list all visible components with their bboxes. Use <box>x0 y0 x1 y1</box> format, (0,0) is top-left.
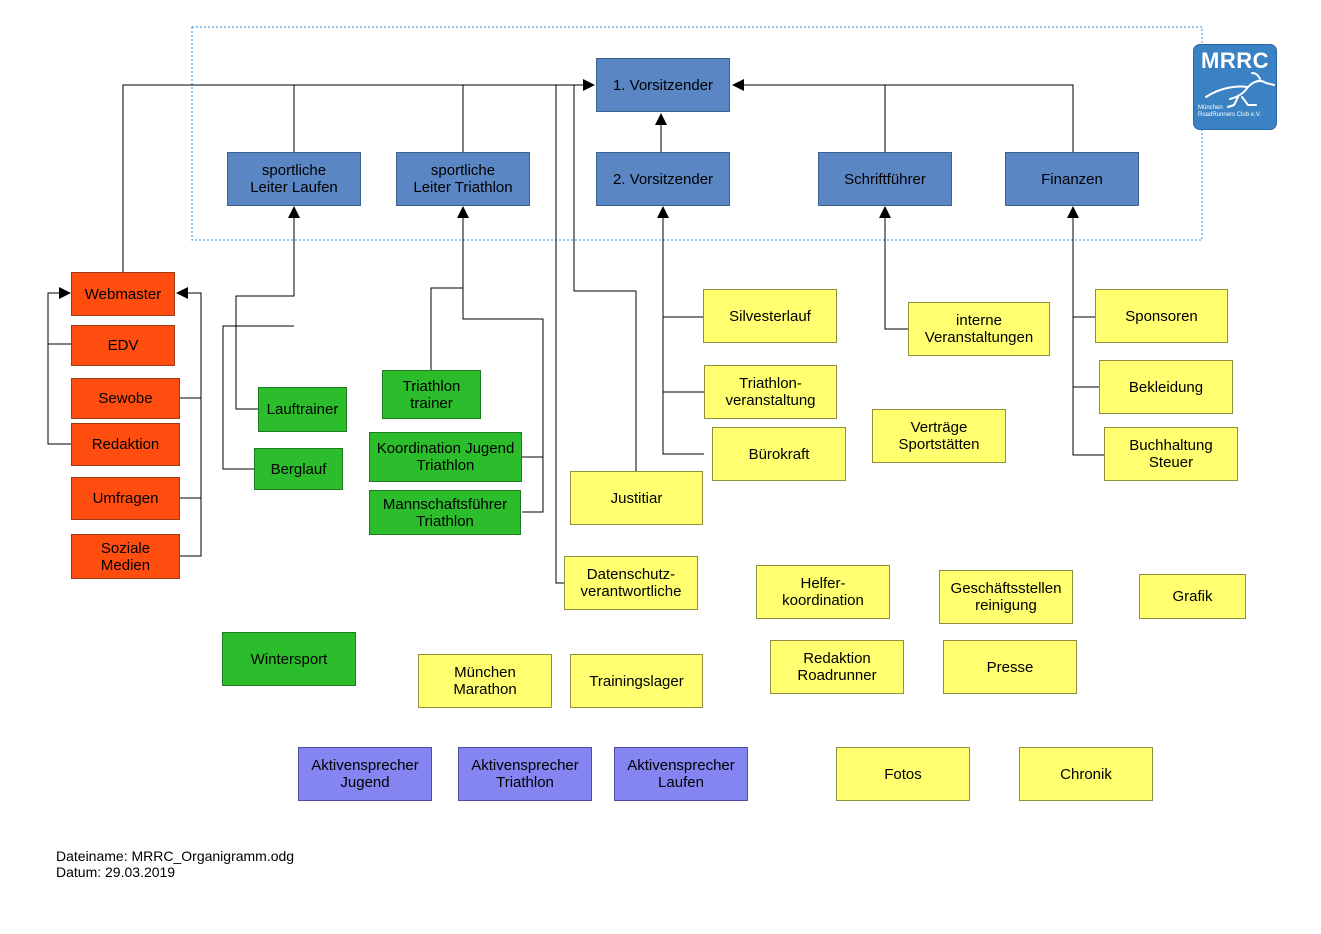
box-justitiar: Justitiar <box>570 471 703 525</box>
box-helferkoordination: Helfer- koordination <box>756 565 890 619</box>
logo-subtitle: München RoadRunners Club e.V. <box>1198 105 1261 119</box>
box-koordination-jugend: Koordination Jugend Triathlon <box>369 432 522 482</box>
box-finanzen: Finanzen <box>1005 152 1139 206</box>
box-grafik: Grafik <box>1139 574 1246 619</box>
box-chronik: Chronik <box>1019 747 1153 801</box>
board-frame <box>191 26 1203 241</box>
box-trainingslager: Trainingslager <box>570 654 703 708</box>
logo-title: MRRC <box>1201 48 1269 73</box>
box-mannschaftsfuehrer: Mannschaftsführer Triathlon <box>369 490 521 535</box>
connector-webmaster-left <box>47 287 72 345</box>
box-triathlon-trainer: Triathlon trainer <box>382 370 481 419</box>
box-presse: Presse <box>943 640 1077 694</box>
box-sponsoren: Sponsoren <box>1095 289 1228 343</box>
box-silvesterlauf: Silvesterlauf <box>703 289 837 343</box>
box-fotos: Fotos <box>836 747 970 801</box>
box-edv: EDV <box>71 325 175 366</box>
box-interne-veranstaltungen: interne Veranstaltungen <box>908 302 1050 356</box>
footer-filename: Dateiname: MRRC_Organigramm.odg <box>56 848 295 864</box>
box-muenchen-marathon: München Marathon <box>418 654 552 708</box>
box-redaktion-roadrunner: Redaktion Roadrunner <box>770 640 904 694</box>
box-webmaster: Webmaster <box>71 272 175 316</box>
box-geschaeftsstellen-reinigung: Geschäftsstellen reinigung <box>939 570 1073 624</box>
box-1-vorsitzender: 1. Vorsitzender <box>596 58 730 112</box>
box-soziale-medien: Soziale Medien <box>71 534 180 579</box>
box-aktivensprecher-jugend: Aktivensprecher Jugend <box>298 747 432 801</box>
box-umfragen: Umfragen <box>71 477 180 520</box>
box-aktivensprecher-laufen: Aktivensprecher Laufen <box>614 747 748 801</box>
logo-subtitle-line2: RoadRunners Club e.V. <box>1198 112 1261 118</box>
connector-triathlon-children <box>430 206 469 370</box>
footer-date: Datum: 29.03.2019 <box>56 864 176 880</box>
roadrunner-icon <box>1205 72 1275 108</box>
box-2-vorsitzender: 2. Vorsitzender <box>596 152 730 206</box>
box-buerokraft: Bürokraft <box>712 427 846 481</box>
box-berglauf: Berglauf <box>254 448 343 490</box>
connector-top-right <box>732 79 1074 152</box>
box-bekleidung: Bekleidung <box>1099 360 1233 414</box>
box-triathlon-veranstaltung: Triathlon- veranstaltung <box>704 365 837 419</box>
box-redaktion: Redaktion <box>71 423 180 466</box>
mrrc-logo: MRRC München RoadRunners Club e.V. <box>1193 44 1277 130</box>
connector-v2-children <box>657 206 704 455</box>
logo-subtitle-line1: München <box>1198 105 1223 111</box>
connector-schrift-child <box>879 206 908 330</box>
box-sewobe: Sewobe <box>71 378 180 419</box>
box-leiter-triathlon: sportliche Leiter Triathlon <box>396 152 530 206</box>
box-aktivensprecher-triathlon: Aktivensprecher Triathlon <box>458 747 592 801</box>
box-vertraege-sportstaetten: Verträge Sportstätten <box>872 409 1006 463</box>
box-leiter-laufen: sportliche Leiter Laufen <box>227 152 361 206</box>
box-datenschutz: Datenschutz- verantwortliche <box>564 556 698 610</box>
box-buchhaltung-steuer: Buchhaltung Steuer <box>1104 427 1238 481</box>
connector-top-left <box>122 79 595 272</box>
box-lauftrainer: Lauftrainer <box>258 387 347 432</box>
connector-finanzen-children <box>1067 206 1104 456</box>
box-schriftfuehrer: Schriftführer <box>818 152 952 206</box>
box-wintersport: Wintersport <box>222 632 356 686</box>
connector-laufen-children <box>235 206 300 410</box>
connector-webmaster-right <box>176 287 202 557</box>
